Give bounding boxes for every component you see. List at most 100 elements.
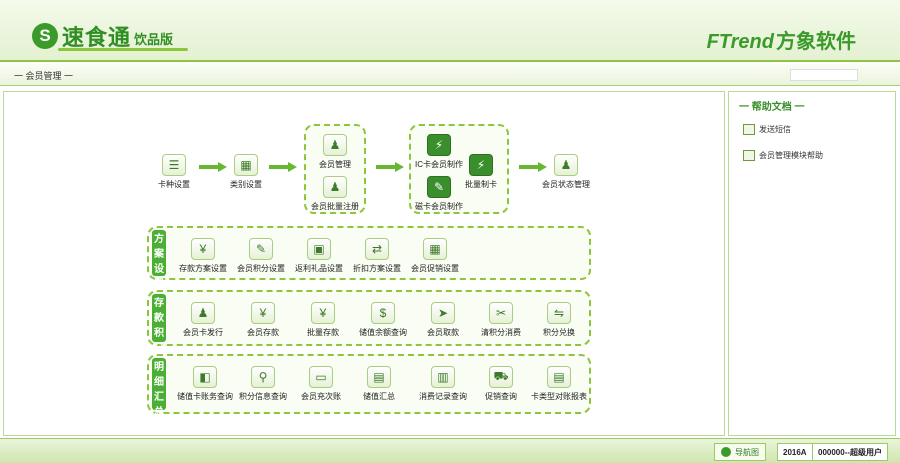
item-label: 会员充次账 [301,392,341,401]
status-bar: 导航图 2016A 000000--超级用户 [0,438,900,463]
flow-arrow [519,162,547,172]
promotion-icon: ▦ [423,238,447,260]
deposit-side-label: 存 款 积 分 [152,294,166,354]
help-item-send-sms[interactable]: 发送短信 [743,124,791,135]
lightning-icon: ⚡ [469,154,493,176]
navigation-map-button[interactable]: 导航图 [714,443,766,461]
members-icon: ♟ [323,176,347,198]
side-char: 汇 [154,392,164,403]
side-char: 款 [154,313,164,324]
side-char: 分 [154,343,164,354]
logo-icon: S [32,23,58,49]
help-item-label: 会员管理模块帮助 [759,151,823,160]
item-label: 储值余额查询 [359,328,407,337]
help-title: 一 帮助文档 一 [739,102,805,113]
member-points-settings-button[interactable]: ✎ 会员积分设置 [226,238,296,274]
member-status-icon: ♟ [554,154,578,176]
help-item-member-module[interactable]: 会员管理模块帮助 [743,150,823,161]
withdraw-icon: ➤ [431,302,455,324]
side-char: 细 [154,377,164,388]
brand-en: FTrend [706,31,774,53]
logo-name: 速食通 [62,25,132,50]
item-label: 储值卡账务查询 [177,392,233,401]
current-user: 000000--超级用户 [812,443,889,461]
item-label: IC卡会员制作 [415,160,463,169]
points-info-query-button[interactable]: ⚲ 积分信息查询 [228,366,298,402]
member-batch-register-button[interactable]: ♟ 会员批量注册 [300,176,370,212]
item-label: 存款方案设置 [179,264,227,273]
clear-points-consume-button[interactable]: ✂ 清积分消费 [466,302,536,338]
card-icon: ▭ [309,366,333,388]
exchange-icon: ⇋ [547,302,571,324]
side-char: 存 [154,298,164,309]
item-label: 积分信息查询 [239,392,287,401]
item-label: 会员批量注册 [311,202,359,211]
report-icon: ▤ [367,366,391,388]
member-management-button[interactable]: ♟ 会员管理 [300,134,370,170]
card-settings-button[interactable]: ☰ 卡种设置 [139,154,209,190]
breadcrumb-bar: 一 会员管理 一 [0,64,900,86]
stored-balance-query-button[interactable]: $ 储值余额查询 [348,302,418,338]
edit-icon: ✎ [249,238,273,260]
side-char: 案 [154,249,164,260]
version-code: 2016A [777,443,813,461]
rebate-gift-settings-button[interactable]: ▣ 返利礼品设置 [284,238,354,274]
help-panel: 一 帮助文档 一 发送短信 会员管理模块帮助 [728,91,896,436]
item-label: 返利礼品设置 [295,264,343,273]
magcard-create-button[interactable]: ✎ 磁卡会员制作 [404,176,474,212]
brand-cn: 方象软件 [776,31,856,53]
deposit-scheme-settings-button[interactable]: ¥ 存款方案设置 [168,238,238,274]
flow-arrow [199,162,227,172]
reconcile-report-icon: ▤ [547,366,571,388]
record-icon: ▥ [431,366,455,388]
side-char: 总 [154,407,164,418]
item-label: 会员促销设置 [411,264,459,273]
gift-box-icon: ▣ [307,238,331,260]
main-panel: ☰ 卡种设置 ▦ 类别设置 ♟ 会员管理 ♟ 会员批量注册 ⚡ IC卡会员制作 … [3,91,725,436]
batch-card-create-button[interactable]: ⚡ 批量制卡 [446,154,516,190]
navigation-icon [721,447,731,457]
member-recharge-account-button[interactable]: ▭ 会员充次账 [286,366,356,402]
category-settings-button[interactable]: ▦ 类别设置 [211,154,281,190]
side-char: 置 [154,279,164,290]
yuan-icon: ¥ [251,302,275,324]
batch-deposit-button[interactable]: ¥ 批量存款 [288,302,358,338]
dollar-doc-icon: $ [371,302,395,324]
member-card-issue-button[interactable]: ♟ 会员卡发行 [168,302,238,338]
stored-card-account-query-button[interactable]: ◧ 储值卡账务查询 [170,366,240,402]
cart-icon: ⛟ [489,366,513,388]
item-label: 积分兑换 [543,328,575,337]
yuan-icon: ¥ [311,302,335,324]
exchange-icon: ⇄ [365,238,389,260]
member-status-management-button[interactable]: ♟ 会员状态管理 [531,154,601,190]
member-promotion-settings-button[interactable]: ▦ 会员促销设置 [400,238,470,274]
ic-card-create-button[interactable]: ⚡ IC卡会员制作 [404,134,474,170]
points-exchange-button[interactable]: ⇋ 积分兑换 [524,302,594,338]
item-label: 批量存款 [307,328,339,337]
item-label: 折扣方案设置 [353,264,401,273]
promotion-query-button[interactable]: ⛟ 促销查询 [466,366,536,402]
item-label: 促销查询 [485,392,517,401]
help-book-icon [743,150,755,161]
item-label: 储值汇总 [363,392,395,401]
discount-scheme-settings-button[interactable]: ⇄ 折扣方案设置 [342,238,412,274]
side-char: 积 [154,328,164,339]
help-item-label: 发送短信 [759,125,791,134]
side-char: 方 [154,234,164,245]
member-withdraw-button[interactable]: ➤ 会员取款 [408,302,478,338]
keyboard-icon: ▦ [234,154,258,176]
consumption-record-query-button[interactable]: ▥ 消费记录查询 [408,366,478,402]
breadcrumb: 一 会员管理 一 [14,71,74,81]
stored-value-summary-button[interactable]: ▤ 储值汇总 [344,366,414,402]
item-label: 会员卡发行 [183,328,223,337]
member-card-icon: ♟ [191,302,215,324]
member-deposit-button[interactable]: ¥ 会员存款 [228,302,298,338]
nav-label: 导航图 [735,447,759,457]
document-icon [743,124,755,135]
flow-arrow [269,162,297,172]
card-type-reconciliation-report-button[interactable]: ▤ 卡类型对账报表 [524,366,594,402]
deposit-points-group [147,290,591,346]
scheme-side-label: 方 案 设 置 [152,230,166,290]
item-label: 会员取款 [427,328,459,337]
